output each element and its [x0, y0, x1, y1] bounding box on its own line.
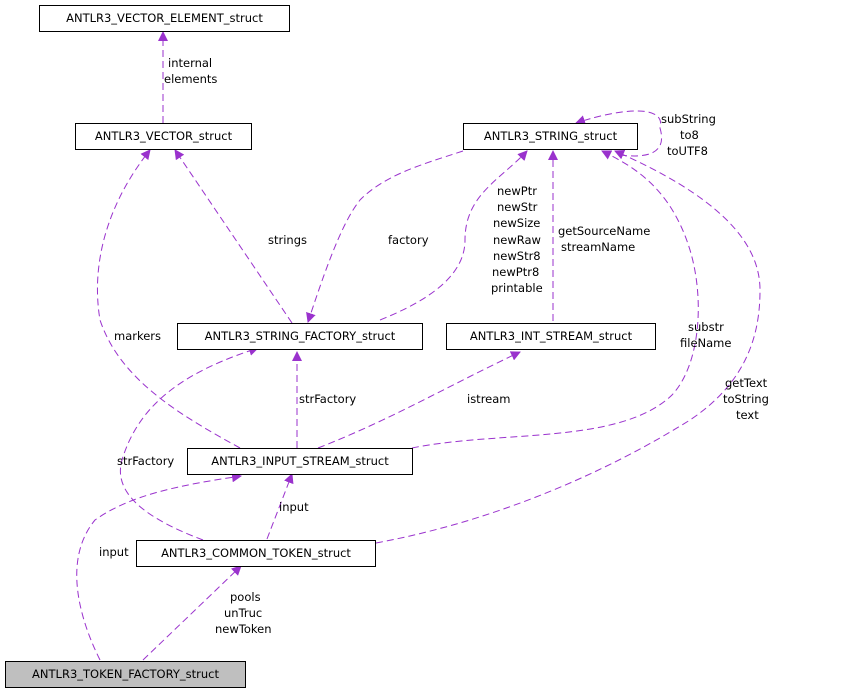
- node-input-stream[interactable]: ANTLR3_INPUT_STREAM_struct: [187, 448, 413, 475]
- edge-input-stream-to-vector-markers: [97, 149, 241, 449]
- label-untruc: unTruc: [224, 606, 262, 620]
- edge-input-stream-to-string-substr: [411, 150, 699, 449]
- node-string-factory-label: ANTLR3_STRING_FACTORY_struct: [205, 329, 396, 343]
- edge-string-factory-to-string-newptr: [379, 150, 528, 321]
- node-string[interactable]: ANTLR3_STRING_struct: [463, 123, 638, 150]
- label-streamname: streamName: [561, 240, 635, 254]
- node-input-stream-label: ANTLR3_INPUT_STREAM_struct: [211, 454, 389, 468]
- label-istream: istream: [467, 392, 511, 406]
- label-markers: markers: [114, 329, 161, 343]
- node-token-factory-label: ANTLR3_TOKEN_FACTORY_struct: [32, 667, 219, 681]
- node-common-token-label: ANTLR3_COMMON_TOKEN_struct: [161, 546, 351, 560]
- node-int-stream-label: ANTLR3_INT_STREAM_struct: [470, 329, 633, 343]
- node-vector[interactable]: ANTLR3_VECTOR_struct: [75, 123, 252, 150]
- edge-token-factory-to-input-stream: [76, 472, 242, 661]
- edge-common-token-to-input-stream: [266, 473, 294, 540]
- node-vector-element-label: ANTLR3_VECTOR_ELEMENT_struct: [66, 11, 263, 25]
- label-to8: to8: [680, 128, 699, 142]
- label-pools: pools: [230, 590, 261, 604]
- edge-token-factory-to-common-token: [142, 565, 242, 661]
- label-getsourcename: getSourceName: [558, 224, 650, 238]
- label-factory: factory: [388, 233, 429, 247]
- edge-common-token-to-string-factory: [119, 346, 259, 541]
- label-newstr: newStr: [497, 200, 538, 214]
- node-token-factory[interactable]: ANTLR3_TOKEN_FACTORY_struct: [5, 661, 246, 688]
- node-string-factory[interactable]: ANTLR3_STRING_FACTORY_struct: [177, 323, 423, 350]
- label-input-common-token: input: [279, 500, 309, 514]
- node-int-stream[interactable]: ANTLR3_INT_STREAM_struct: [446, 323, 656, 350]
- label-strings: strings: [268, 233, 307, 247]
- label-strfactory-common-token: strFactory: [117, 454, 174, 468]
- node-common-token[interactable]: ANTLR3_COMMON_TOKEN_struct: [136, 540, 376, 567]
- edge-string-factory-to-vector: [174, 149, 293, 324]
- label-toutf8: toUTF8: [667, 144, 708, 158]
- node-string-label: ANTLR3_STRING_struct: [484, 129, 618, 143]
- label-newptr: newPtr: [497, 184, 537, 198]
- node-vector-element[interactable]: ANTLR3_VECTOR_ELEMENT_struct: [39, 5, 290, 32]
- label-text: text: [736, 408, 759, 422]
- label-gettext: getText: [725, 376, 768, 390]
- label-newptr8: newPtr8: [492, 265, 539, 279]
- edge-string-self-loop: [575, 110, 663, 157]
- label-tostring: toString: [723, 392, 769, 406]
- label-substr: substr: [688, 320, 724, 334]
- edge-string-factory-to-string-factory-label: [306, 150, 464, 323]
- label-elements: elements: [164, 72, 217, 86]
- node-vector-label: ANTLR3_VECTOR_struct: [95, 129, 233, 143]
- label-newtoken: newToken: [215, 622, 272, 636]
- label-substring: subString: [661, 112, 716, 126]
- edge-input-stream-to-int-stream: [317, 351, 521, 449]
- label-input-token-factory: input: [99, 545, 129, 559]
- label-newsize: newSize: [493, 216, 540, 230]
- label-strfactory-input-stream: strFactory: [299, 392, 356, 406]
- label-newstr8: newStr8: [493, 249, 541, 263]
- label-printable: printable: [491, 281, 543, 295]
- label-filename: fileName: [680, 336, 731, 350]
- label-internal: internal: [168, 56, 212, 70]
- label-newraw: newRaw: [493, 233, 541, 247]
